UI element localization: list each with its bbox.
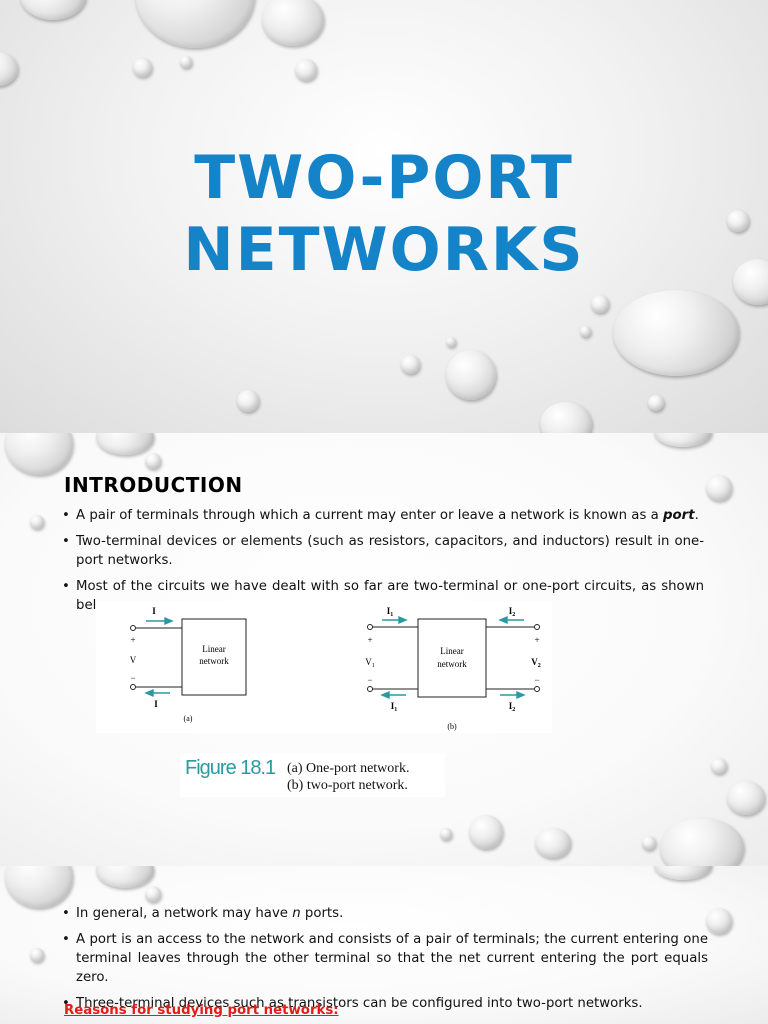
slide-title: TWO-PORT NETWORKS: [183, 143, 585, 285]
water-drop-decoration: [401, 355, 420, 374]
water-drop-decoration: [237, 390, 259, 412]
current-label: I: [154, 699, 158, 709]
svg-text:V2: V2: [531, 657, 541, 669]
linear-network-box: [417, 618, 487, 698]
water-drop-decoration: [706, 908, 732, 934]
ports-slide: In general, a network may have n ports. …: [0, 866, 768, 1024]
water-drop-decoration: [706, 475, 732, 501]
current-label: I: [152, 606, 156, 616]
emphasis-text: n: [292, 906, 301, 921]
one-port-network-diagram: [130, 618, 247, 696]
box-label: network: [437, 659, 467, 669]
figure-number: Figure 18.1: [185, 757, 276, 779]
water-drop-decoration: [727, 781, 765, 815]
current-label: I: [509, 606, 513, 616]
section-heading: INTRODUCTION: [64, 473, 243, 497]
water-drop-decoration: [145, 886, 161, 902]
water-drop-decoration: [613, 290, 739, 376]
water-drop-decoration: [446, 350, 496, 400]
water-drop-decoration: [535, 828, 571, 858]
terminal: [367, 624, 373, 630]
minus-sign: −: [130, 673, 135, 683]
emphasis-text: port: [663, 508, 695, 523]
water-drop-decoration: [591, 295, 609, 313]
reasons-heading: Reasons for studying port networks:: [64, 1003, 339, 1018]
terminal: [130, 684, 136, 690]
water-drop-decoration: [5, 866, 73, 908]
plus-sign: +: [367, 635, 372, 645]
water-drop-decoration: [96, 866, 154, 888]
bullet-item: A pair of terminals through which a curr…: [62, 506, 704, 525]
current-arrows: [144, 616, 174, 698]
bullet-item: Three-terminal devices such as transisto…: [62, 994, 708, 1013]
water-drop-decoration: [580, 326, 591, 337]
water-drop-decoration: [20, 0, 86, 20]
terminal: [534, 686, 540, 692]
water-drop-decoration: [654, 866, 712, 880]
water-drop-decoration: [0, 52, 18, 86]
subfigure-label: (a): [184, 714, 193, 723]
water-drop-decoration: [648, 395, 664, 411]
bullet-item: Two-terminal devices or elements (such a…: [62, 532, 704, 570]
current-label: I: [387, 606, 391, 616]
voltage-label: V: [531, 657, 538, 667]
caption-line: (b) two-port network.: [287, 778, 408, 793]
box-label: network: [199, 656, 229, 666]
port-network-figure: I I + V − Linear network (a): [96, 601, 552, 733]
svg-text:I2: I2: [509, 606, 516, 618]
water-drop-decoration: [727, 210, 749, 232]
terminal: [130, 625, 136, 631]
plus-sign: +: [534, 635, 539, 645]
caption-line: (a) One-port network.: [287, 761, 410, 776]
voltage-label: V: [130, 655, 137, 665]
current-label: I: [391, 701, 395, 711]
two-port-network-diagram: [367, 618, 540, 698]
svg-text:I1: I1: [391, 701, 398, 713]
water-drop-decoration: [440, 828, 452, 840]
water-drop-decoration: [180, 56, 192, 68]
water-drop-decoration: [642, 836, 656, 850]
water-drop-decoration: [654, 433, 712, 447]
figure-caption: Figure 18.1 (a) One-port network. (b) tw…: [180, 753, 445, 797]
water-drop-decoration: [540, 402, 592, 433]
water-drop-decoration: [5, 433, 73, 475]
water-drop-decoration: [469, 815, 503, 849]
title-slide: TWO-PORT NETWORKS: [0, 0, 768, 433]
linear-network-box: [181, 618, 247, 696]
water-drop-decoration: [733, 259, 768, 305]
introduction-slide: INTRODUCTION A pair of terminals through…: [0, 433, 768, 866]
box-label: Linear: [440, 646, 463, 656]
bullet-item: Most of the circuits we have dealt with …: [62, 577, 704, 615]
water-drop-decoration: [30, 515, 44, 529]
svg-text:I1: I1: [387, 606, 394, 618]
plus-sign: +: [130, 635, 135, 645]
bullet-item: In general, a network may have n ports.: [62, 904, 708, 923]
minus-sign: −: [534, 675, 539, 685]
circuit-diagram: I I + V − Linear network (a): [130, 606, 541, 731]
bullet-item: A port is an access to the network and c…: [62, 930, 708, 987]
svg-text:I2: I2: [509, 701, 516, 713]
current-label: I: [509, 701, 513, 711]
water-drop-decoration: [711, 758, 727, 774]
terminal: [367, 686, 373, 692]
subfigure-label: (b): [447, 722, 457, 731]
water-drop-decoration: [30, 948, 44, 962]
current-arrows: [380, 615, 526, 700]
water-drop-decoration: [295, 59, 317, 81]
water-drop-decoration: [145, 453, 161, 469]
water-drop-decoration: [133, 58, 152, 77]
bullet-list: A pair of terminals through which a curr…: [62, 506, 704, 622]
water-drop-decoration: [96, 433, 154, 455]
water-drop-decoration: [446, 337, 456, 347]
water-drop-decoration: [660, 818, 744, 866]
water-drop-decoration: [135, 0, 255, 48]
minus-sign: −: [367, 675, 372, 685]
voltage-label: V: [365, 657, 372, 667]
terminal: [534, 624, 540, 630]
box-label: Linear: [202, 644, 225, 654]
water-drop-decoration: [262, 0, 324, 46]
svg-text:V1: V1: [365, 657, 375, 669]
bullet-list: In general, a network may have n ports. …: [62, 904, 708, 1020]
